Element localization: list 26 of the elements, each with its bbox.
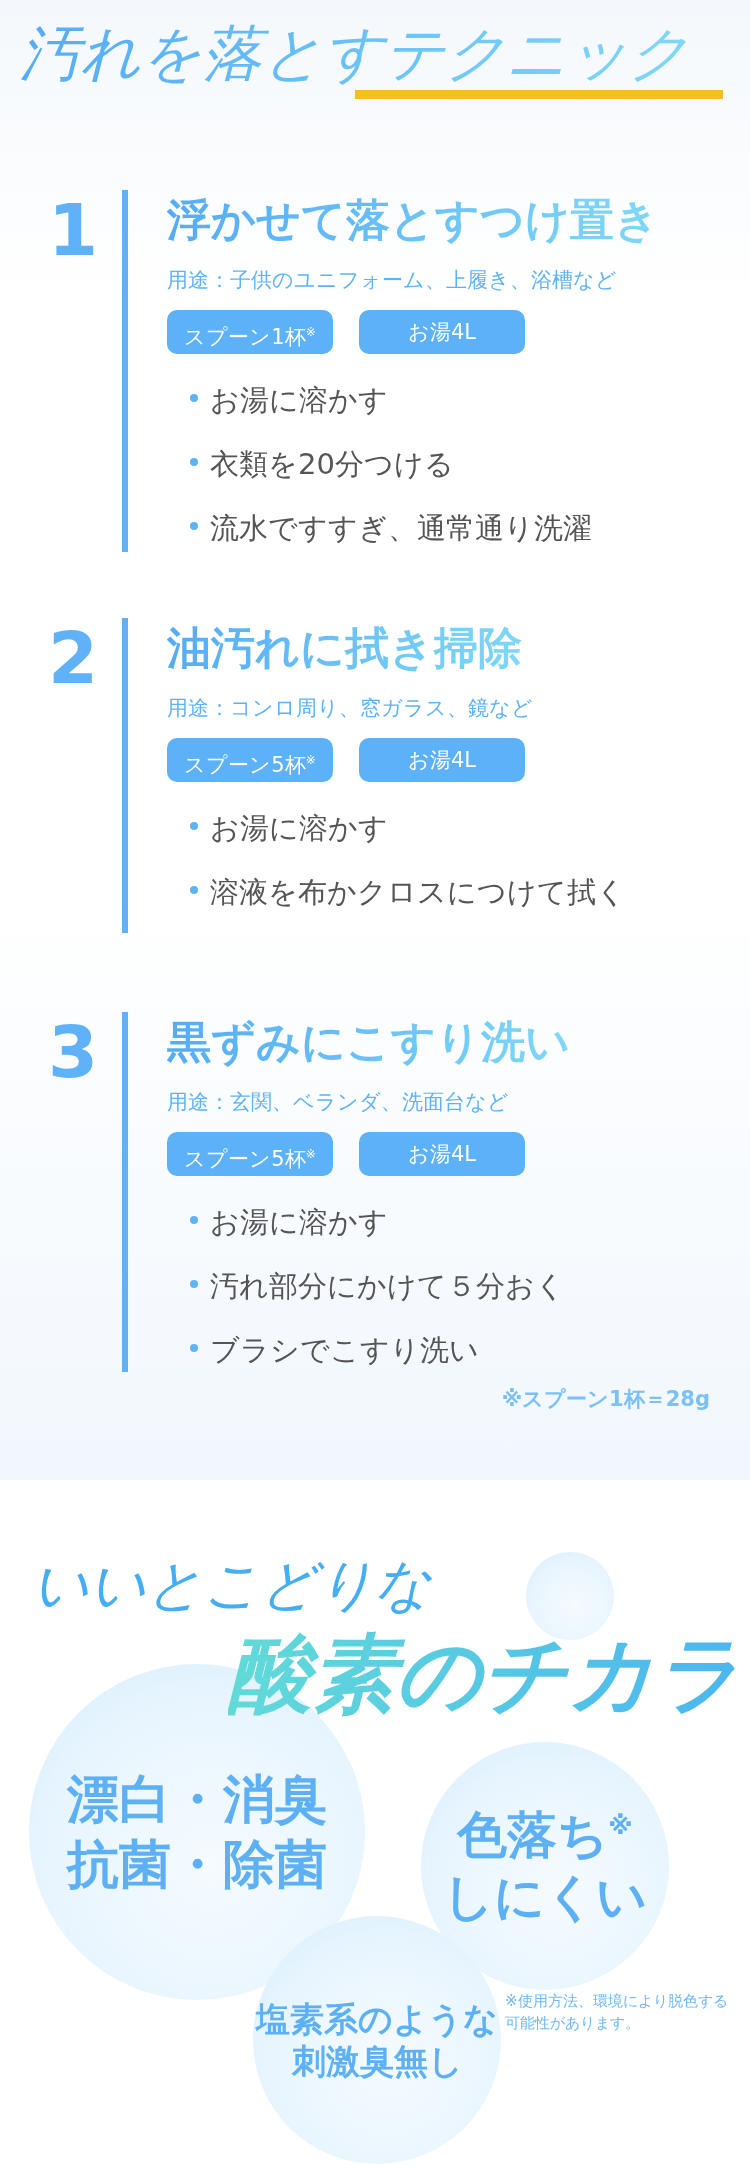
amount-tag: お湯4L (359, 738, 525, 782)
bullet-item: 流水ですすぎ、通常通り洗濯 (190, 508, 592, 548)
feature-text: 塩素系のような刺激臭無し (254, 1997, 499, 2083)
usage-text: 用途：コンロ周り、窓ガラス、鏡など (167, 695, 533, 722)
amount-tag: スプーン5杯$^{※}$ (167, 1132, 333, 1176)
bullet-item: 汚れ部分にかけて５分おく (190, 1266, 565, 1306)
amount-tag: スプーン1杯$^{※}$ (167, 310, 333, 354)
usage-text: 用途：子供のユニフォーム、上履き、浴槽など (167, 267, 617, 294)
amount-tag: スプーン5杯$^{※}$ (167, 738, 333, 782)
bullet-item: お湯に溶かす (190, 1202, 388, 1242)
bullet-item: 衣類を20分つける (190, 444, 454, 484)
bullet-item: お湯に溶かす (190, 380, 388, 420)
bullet-item: ブラシでこすり洗い (190, 1330, 479, 1370)
feature-text: 漂白・消臭抗菌・除菌 (65, 1768, 328, 1896)
step-number: 1 (48, 190, 99, 270)
bullet-item: 溶液を布かクロスにつけて拭く (190, 872, 626, 912)
bullet-item: お湯に溶かす (190, 808, 388, 848)
step-number: 3 (48, 1012, 99, 1092)
section-heading: いいとこどりな (32, 1551, 431, 1619)
amount-tag: お湯4L (359, 310, 525, 354)
usage-text: 用途：玄関、ベランダ、洗面台など (167, 1089, 509, 1116)
feature-text: 色落ち$^{※}$しにくい (442, 1804, 648, 1928)
step-number: 2 (48, 618, 99, 698)
footnote-text: ※使用方法、環境により脱色する可能性があります。 (505, 1991, 729, 2034)
amount-tag: お湯4L (359, 1132, 525, 1176)
footnote-text: ※スプーン1杯＝28g (501, 1386, 710, 1413)
